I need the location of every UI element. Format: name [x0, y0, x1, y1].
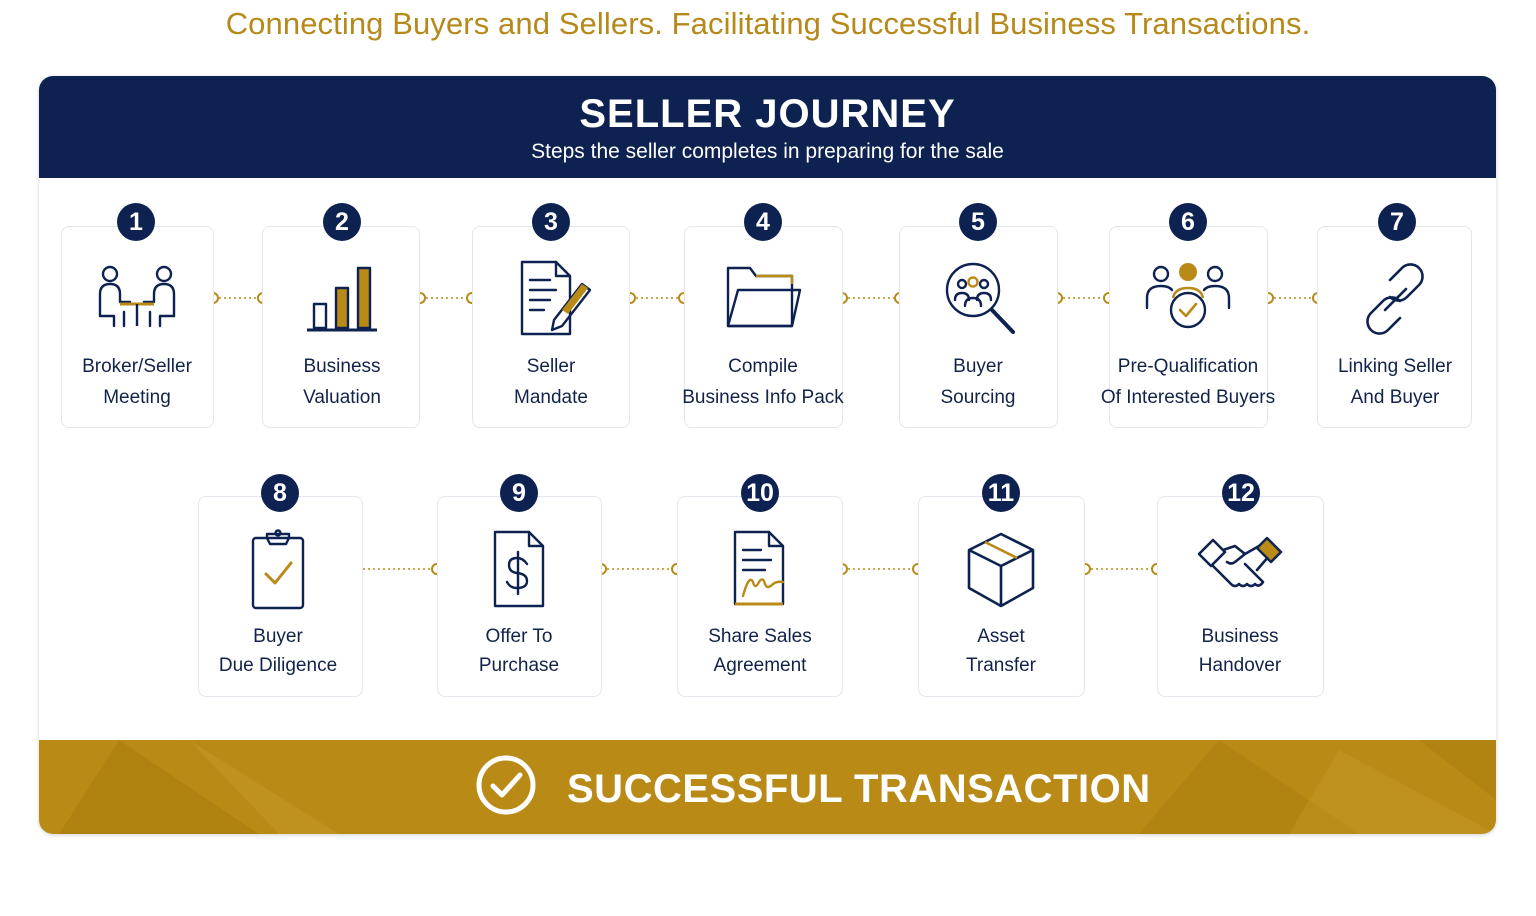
connector: [350, 562, 444, 576]
step-card-12: [1157, 496, 1324, 697]
step-number-badge: 2: [323, 203, 361, 241]
chain-link-icon: [1350, 254, 1440, 344]
step-label-line2: Handover: [1198, 655, 1282, 676]
handshake-icon: [1195, 524, 1285, 614]
connector: [1078, 562, 1164, 576]
magnifier-people-icon: [933, 254, 1023, 344]
step-label-line1: Asset: [977, 626, 1025, 647]
step-card-9: [437, 496, 602, 697]
connector: [835, 291, 907, 305]
box-icon: [956, 524, 1046, 614]
panel-subtitle: Steps the seller completes in preparing …: [531, 140, 1004, 163]
step-number-badge: 8: [261, 474, 299, 512]
signed-agreement-icon: [715, 524, 805, 614]
step-label-line1: Business: [303, 356, 381, 377]
group-check-icon: [1143, 254, 1233, 344]
step-number-badge: 11: [982, 474, 1020, 512]
step-number-badge: 5: [959, 203, 997, 241]
connector: [206, 291, 270, 305]
dollar-document-icon: [475, 524, 565, 614]
step-card-5: [899, 226, 1058, 428]
step-label-line1: Buyer: [953, 356, 1003, 377]
step-label-line2: Mandate: [514, 387, 588, 408]
seller-journey-panel: SELLER JOURNEY Steps the seller complete…: [39, 76, 1496, 834]
step-label-line1: Buyer: [253, 626, 303, 647]
meeting-icon: [92, 254, 182, 344]
clipboard-check-icon: [233, 524, 323, 614]
step-number-badge: 4: [744, 203, 782, 241]
step-label-line1: Business: [1201, 626, 1279, 647]
step-label-line1: Pre-Qualification: [1117, 356, 1259, 377]
step-label-line1: Compile: [728, 356, 798, 377]
step-label-line2: Meeting: [103, 387, 171, 408]
step-number-badge: 12: [1222, 474, 1260, 512]
step-number-badge: 10: [741, 474, 779, 512]
step-label-line2: Sourcing: [940, 387, 1016, 408]
connector: [594, 562, 684, 576]
success-label: SUCCESSFUL TRANSACTION: [567, 767, 1151, 811]
step-label-line1: Broker/Seller: [82, 356, 192, 377]
step-label-line2: Agreement: [713, 655, 807, 676]
step-label-line1: Offer To: [485, 626, 553, 647]
step-number-badge: 1: [117, 203, 155, 241]
step-label-line1: Share Sales: [708, 626, 812, 647]
check-circle-icon: [476, 755, 536, 815]
connector: [1050, 291, 1116, 305]
tagline: Connecting Buyers and Sellers. Facilitat…: [225, 6, 1311, 41]
step-number-badge: 3: [532, 203, 570, 241]
success-banner: SUCCESSFUL TRANSACTION: [39, 740, 1496, 834]
connector: [413, 291, 479, 305]
step-number-badge: 6: [1169, 203, 1207, 241]
panel-header: SELLER JOURNEY Steps the seller complete…: [39, 76, 1496, 178]
step-label-line2: And Buyer: [1350, 387, 1440, 408]
bar-chart-icon: [297, 254, 387, 344]
step-label-line1: Linking Seller: [1337, 356, 1453, 377]
step-number-badge: 9: [500, 474, 538, 512]
step-label-line1: Seller: [526, 356, 576, 377]
connector: [623, 291, 691, 305]
step-label-line2: Purchase: [478, 655, 560, 676]
step-number-badge: 7: [1378, 203, 1416, 241]
step-label-line2: Of Interested Buyers: [1100, 387, 1276, 408]
step-card-1: [61, 226, 214, 428]
connector: [1261, 291, 1325, 305]
step-label-line2: Due Diligence: [218, 655, 338, 676]
step-card-10: [677, 496, 843, 697]
document-pen-icon: [506, 254, 596, 344]
step-label-line2: Business Info Pack: [682, 387, 844, 408]
folder-icon: [718, 254, 808, 344]
step-label-line2: Valuation: [303, 387, 381, 408]
step-label-line2: Transfer: [965, 655, 1037, 676]
connector: [835, 562, 925, 576]
panel-title: SELLER JOURNEY: [579, 92, 956, 136]
step-card-3: [472, 226, 630, 428]
banner-texture: [59, 740, 1496, 834]
step-card-7: [1317, 226, 1472, 428]
